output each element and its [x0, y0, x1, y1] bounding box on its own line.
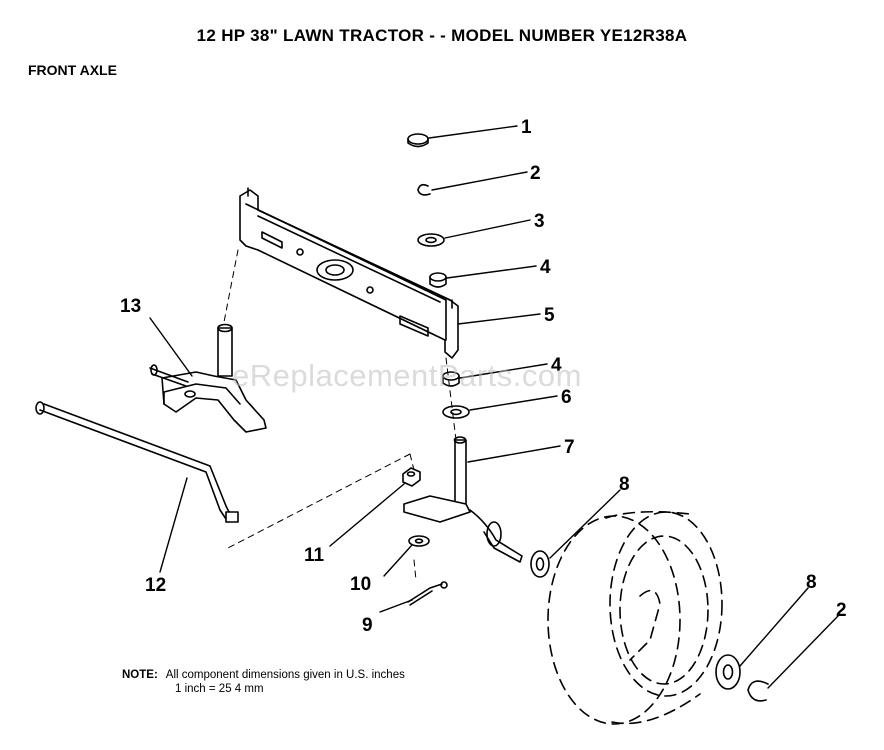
- wheel-washer-outer-part: [715, 654, 741, 690]
- callout-11: 11: [304, 545, 325, 566]
- callout-1: 1: [521, 117, 532, 138]
- thrust-washer-part: [442, 405, 470, 419]
- drag-link-part: [35, 401, 239, 523]
- washer-part: [417, 233, 445, 247]
- callout-leaders: [149, 125, 839, 689]
- callout-numbers: 1 2 3 4 5 4 6 7 8 13 12 11 10 9 8 2: [120, 117, 847, 636]
- callout-5: 5: [544, 305, 555, 326]
- watermark: eReplacementParts.com: [232, 358, 582, 393]
- cap-part: [407, 133, 429, 148]
- dimension-note: NOTE: All component dimensions given in U…: [122, 668, 405, 696]
- e-clip-outer-part: [747, 680, 769, 702]
- nut-part: [402, 467, 421, 487]
- callout-3: 3: [534, 211, 545, 232]
- callout-2-outer: 2: [836, 600, 847, 621]
- callout-8: 8: [619, 474, 630, 495]
- wheel-washer-inner-part: [530, 550, 550, 578]
- callout-4-lower: 4: [551, 355, 562, 376]
- cotter-pin-part: [407, 581, 448, 606]
- callout-7: 7: [564, 437, 575, 458]
- steering-pivot-part: [149, 323, 267, 433]
- callout-13: 13: [120, 296, 141, 317]
- note-line-2: 1 inch = 25 4 mm: [175, 683, 264, 695]
- tire-outline: [547, 510, 723, 725]
- note-label: NOTE:: [122, 669, 158, 681]
- axle-beam-part: [239, 187, 459, 359]
- note-line-1: All component dimensions given in U.S. i…: [165, 669, 405, 681]
- diagram-title: 12 HP 38" LAWN TRACTOR - - MODEL NUMBER …: [196, 26, 688, 45]
- callout-4: 4: [540, 257, 551, 278]
- callout-12: 12: [145, 575, 166, 596]
- callout-10: 10: [350, 574, 371, 595]
- callout-8-outer: 8: [806, 572, 817, 593]
- bushing-lower-part: [442, 371, 460, 387]
- spindle-part: [403, 436, 523, 563]
- bushing-part: [429, 272, 447, 288]
- callout-6: 6: [561, 387, 572, 408]
- callout-9: 9: [362, 615, 373, 636]
- flat-washer-part: [408, 535, 430, 547]
- e-clip-part: [417, 183, 431, 196]
- section-title: FRONT AXLE: [28, 62, 117, 78]
- callout-2: 2: [530, 163, 541, 184]
